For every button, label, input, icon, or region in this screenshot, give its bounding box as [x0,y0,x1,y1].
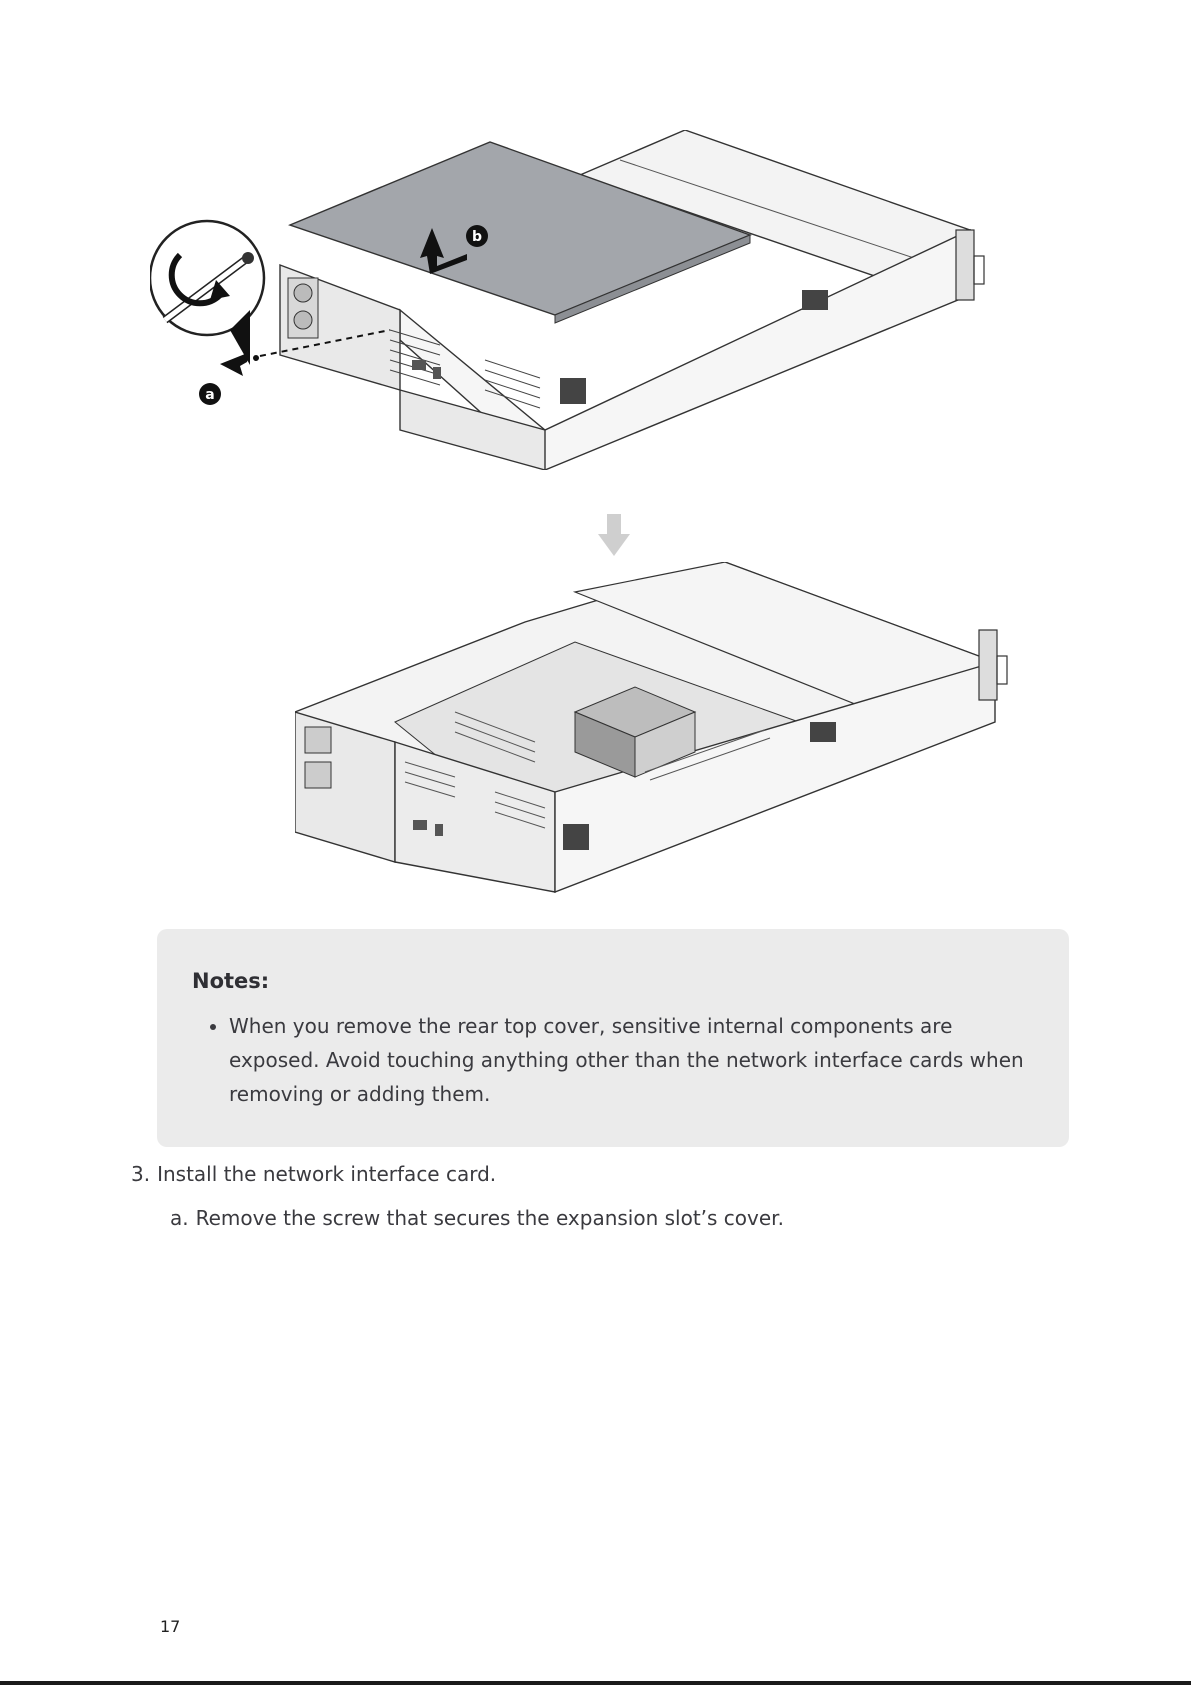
remove-cover-illustration: b a [150,130,1070,470]
substep-letter: a. [170,1206,189,1230]
cover-removed-drawing [295,562,1070,902]
remove-screw-arrow-icon [220,352,250,376]
screw-icon [253,355,259,361]
notes-list: When you remove the rear top cover, sens… [192,1009,1029,1111]
step-number: 3. [131,1162,150,1186]
page-number: 17 [160,1617,180,1636]
callout-a-label: a [205,387,214,403]
remove-cover-drawing: b a [150,130,1070,470]
note-item: When you remove the rear top cover, sens… [192,1009,1029,1111]
cover-removed-illustration [295,562,1070,902]
bottom-edge-line [0,1681,1191,1685]
step-3: 3. Install the network interface card. [131,1162,496,1186]
substep-text: Remove the screw that secures the expans… [196,1206,784,1230]
step-text: Install the network interface card. [157,1162,496,1186]
notes-box: Notes: When you remove the rear top cove… [157,929,1069,1147]
notes-title: Notes: [192,969,1029,993]
down-arrow-icon [596,514,632,558]
callout-b-label: b [472,229,482,245]
step-3a: a. Remove the screw that secures the expa… [170,1206,784,1230]
